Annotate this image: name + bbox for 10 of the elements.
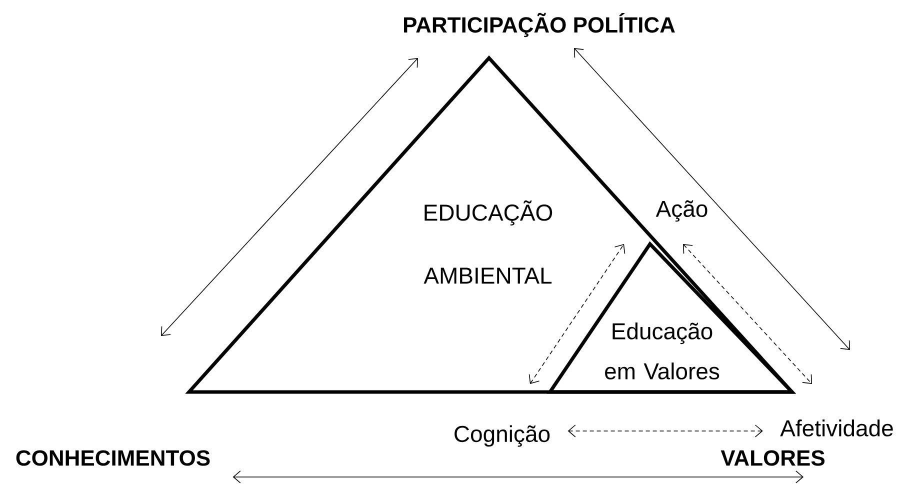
arrow bbox=[232, 470, 804, 484]
node-label: Cognição bbox=[454, 425, 550, 447]
arrow bbox=[568, 424, 763, 438]
triangle-label: Educação em Valores bbox=[605, 322, 720, 380]
node-label: Ação bbox=[656, 200, 708, 222]
node-label: Afetividade bbox=[780, 420, 893, 436]
node-label: PARTICIPAÇÃO POLÍTICA bbox=[404, 12, 675, 38]
triangle-label: EDUCAÇÃO AMBIENTAL bbox=[424, 200, 552, 284]
node-label: CONHECIMENTOS bbox=[16, 450, 210, 466]
node-label: VALORES bbox=[720, 450, 824, 466]
